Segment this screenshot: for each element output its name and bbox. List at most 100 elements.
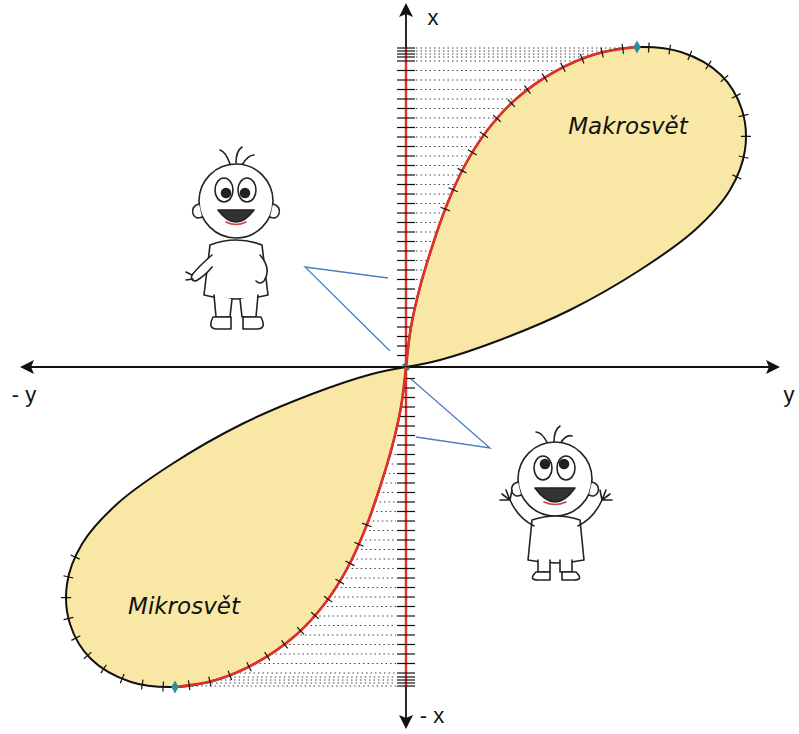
- curve-tick: [648, 42, 650, 52]
- curve-tick: [739, 114, 749, 116]
- axis-arrowhead: [399, 3, 413, 17]
- axis-tick: [397, 89, 415, 90]
- curve-tick: [324, 596, 332, 602]
- projection-line: [416, 241, 434, 242]
- curve-tick: [142, 680, 144, 690]
- axis-tick: [397, 70, 415, 71]
- projection-line: [416, 137, 482, 138]
- projection-line: [416, 146, 476, 147]
- cartoon-boy: [186, 147, 279, 329]
- lobe-group: [61, 367, 406, 694]
- curve-tick: [345, 561, 354, 566]
- curve-tick: [622, 44, 623, 54]
- axis-tick: [397, 79, 415, 80]
- projection-line: [416, 118, 497, 119]
- axis-tick: [397, 203, 415, 204]
- curve-tick: [688, 51, 692, 60]
- curve-tick: [741, 136, 751, 137]
- projection-line: [416, 89, 528, 90]
- lobe-outline: [406, 47, 746, 367]
- axis-tick: [397, 492, 415, 493]
- curve-tick: [84, 652, 91, 659]
- axis-tick: [397, 473, 415, 474]
- axis-arrowhead: [399, 715, 413, 729]
- projection-line: [375, 502, 396, 503]
- projection-line: [416, 194, 451, 195]
- projection-line: [384, 473, 396, 474]
- curve-tick: [561, 63, 566, 72]
- end-point: [633, 40, 641, 53]
- axis-tick: [397, 679, 415, 680]
- curve-tick: [188, 680, 189, 690]
- axis-tick: [397, 269, 415, 270]
- axis-tick: [397, 298, 415, 299]
- projection-line: [416, 203, 447, 204]
- curve-tick: [542, 73, 547, 81]
- axis-tick: [397, 676, 415, 677]
- axis-tick: [397, 250, 415, 251]
- curve-tick: [162, 682, 164, 692]
- projection-line: [416, 222, 440, 223]
- curve-tick: [120, 674, 124, 683]
- axis-tick: [397, 53, 415, 54]
- axis-tick: [397, 260, 415, 261]
- projection-line: [203, 683, 396, 684]
- axis-tick: [397, 108, 415, 109]
- axis-tick: [397, 174, 415, 175]
- projection-line: [306, 625, 396, 626]
- axis-tick: [397, 454, 415, 455]
- lobe-outer-edge: [66, 367, 406, 687]
- curve-tick: [441, 207, 450, 211]
- curve-tick: [71, 555, 80, 559]
- axis-tick: [397, 501, 415, 502]
- curve-tick: [458, 168, 467, 173]
- curve-tick: [669, 45, 671, 55]
- axis-tick: [397, 577, 415, 578]
- projection-line: [183, 686, 396, 687]
- axis-tick: [397, 60, 415, 61]
- axis-tick: [397, 625, 415, 626]
- axis-tick: [397, 184, 415, 185]
- projection-line: [416, 251, 431, 252]
- projection-line: [416, 156, 470, 157]
- curve-tick: [101, 665, 106, 673]
- axis-tick: [397, 644, 415, 645]
- curve-tick: [311, 612, 319, 619]
- projection-line: [216, 680, 396, 681]
- projection-line: [357, 549, 396, 550]
- projection-line: [416, 57, 587, 58]
- curve-tick: [524, 86, 530, 94]
- axis-tick: [397, 146, 415, 147]
- axis-tick: [397, 155, 415, 156]
- red-curve: [175, 367, 406, 687]
- projection-line: [416, 108, 506, 109]
- axis-tick: [397, 520, 415, 521]
- curve-tick: [580, 54, 584, 63]
- axis-tick: [397, 231, 415, 232]
- axis-tick: [397, 511, 415, 512]
- end-point: [171, 680, 179, 693]
- lobe-group: [406, 40, 751, 367]
- axis-tick: [397, 279, 415, 280]
- projection-line: [372, 511, 396, 512]
- axis-tick: [397, 222, 415, 223]
- axis-tick: [397, 435, 415, 436]
- lobe-outer-edge: [406, 47, 746, 367]
- projection-line: [330, 597, 396, 598]
- axis-tick: [397, 482, 415, 483]
- axis-tick: [397, 663, 415, 664]
- projection-line: [255, 663, 396, 664]
- pointer-wedge: [305, 267, 390, 351]
- curve-tick: [71, 636, 80, 641]
- curve-tick: [209, 677, 211, 687]
- curve-tick: [493, 115, 501, 122]
- lobe-region: Mikrosvět: [57, 361, 414, 698]
- axis-tick: [397, 241, 415, 242]
- projection-line: [368, 521, 396, 522]
- projection-line: [416, 165, 465, 166]
- axis-tick: [397, 653, 415, 654]
- axis-tick: [397, 587, 415, 588]
- axis-arrowhead: [20, 360, 34, 374]
- axis-tick: [397, 288, 415, 289]
